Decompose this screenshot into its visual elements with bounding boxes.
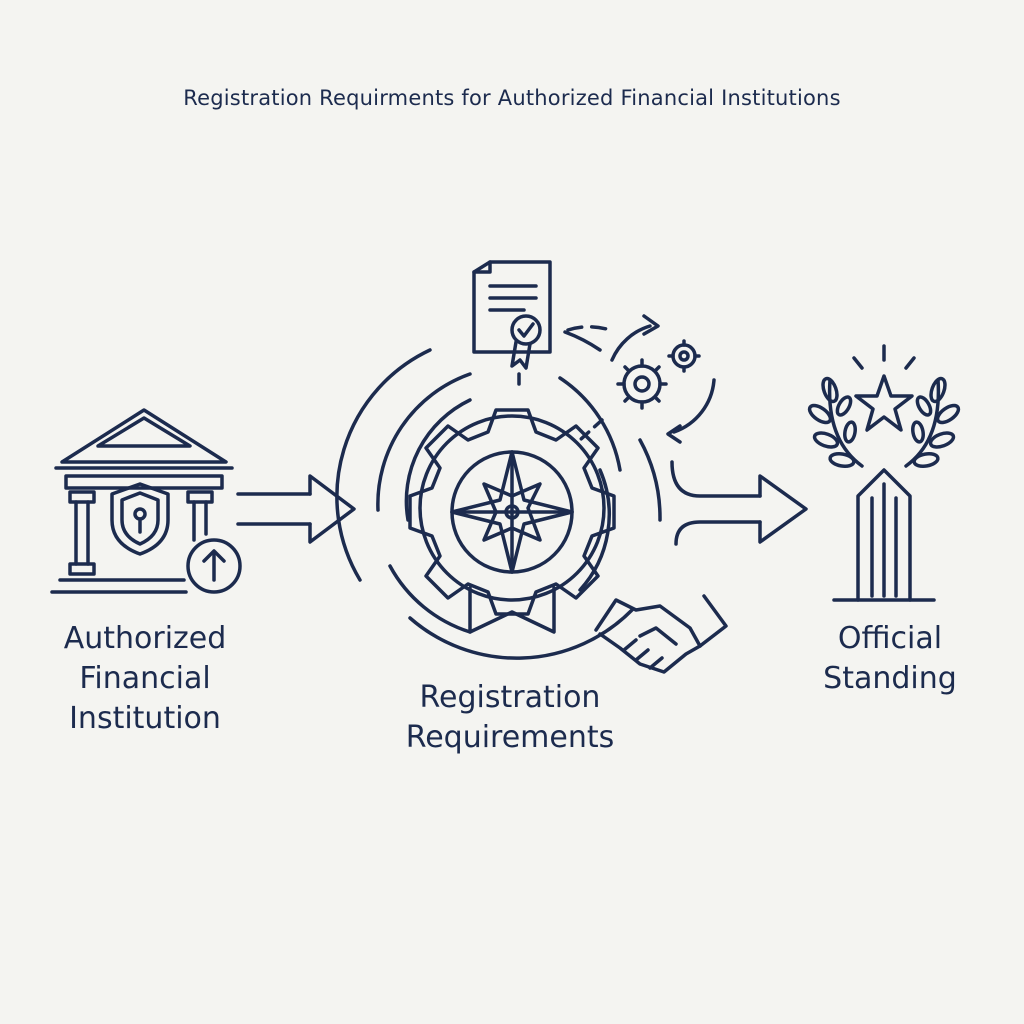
node-label-institution: Authorized Financial Institution [20,619,270,739]
node-label-line: Financial [79,661,211,696]
gear-compass-icon [335,330,662,660]
node-label-line: Requirements [405,720,615,755]
bank-shield-icon [50,408,242,594]
node-label-line: Registration [419,680,601,715]
flow-arrow-2 [670,460,808,546]
node-label-line: Official [837,621,943,656]
certificate-icon [472,260,552,386]
node-label-line: Standing [823,661,957,696]
laurel-star-pillar-icon [807,344,961,602]
diagram-title: Registration Requirments for Authorized … [183,86,841,110]
node-label-line: Institution [69,701,221,736]
dashed-arc [566,325,612,332]
node-label-standing: Official Standing [790,619,990,699]
node-label-line: Authorized [63,621,227,656]
node-label-requirements: Registration Requirements [360,678,660,758]
flow-arrow-1 [236,474,356,544]
gears-cycle-icon [578,314,716,444]
handshake-icon [594,594,728,674]
